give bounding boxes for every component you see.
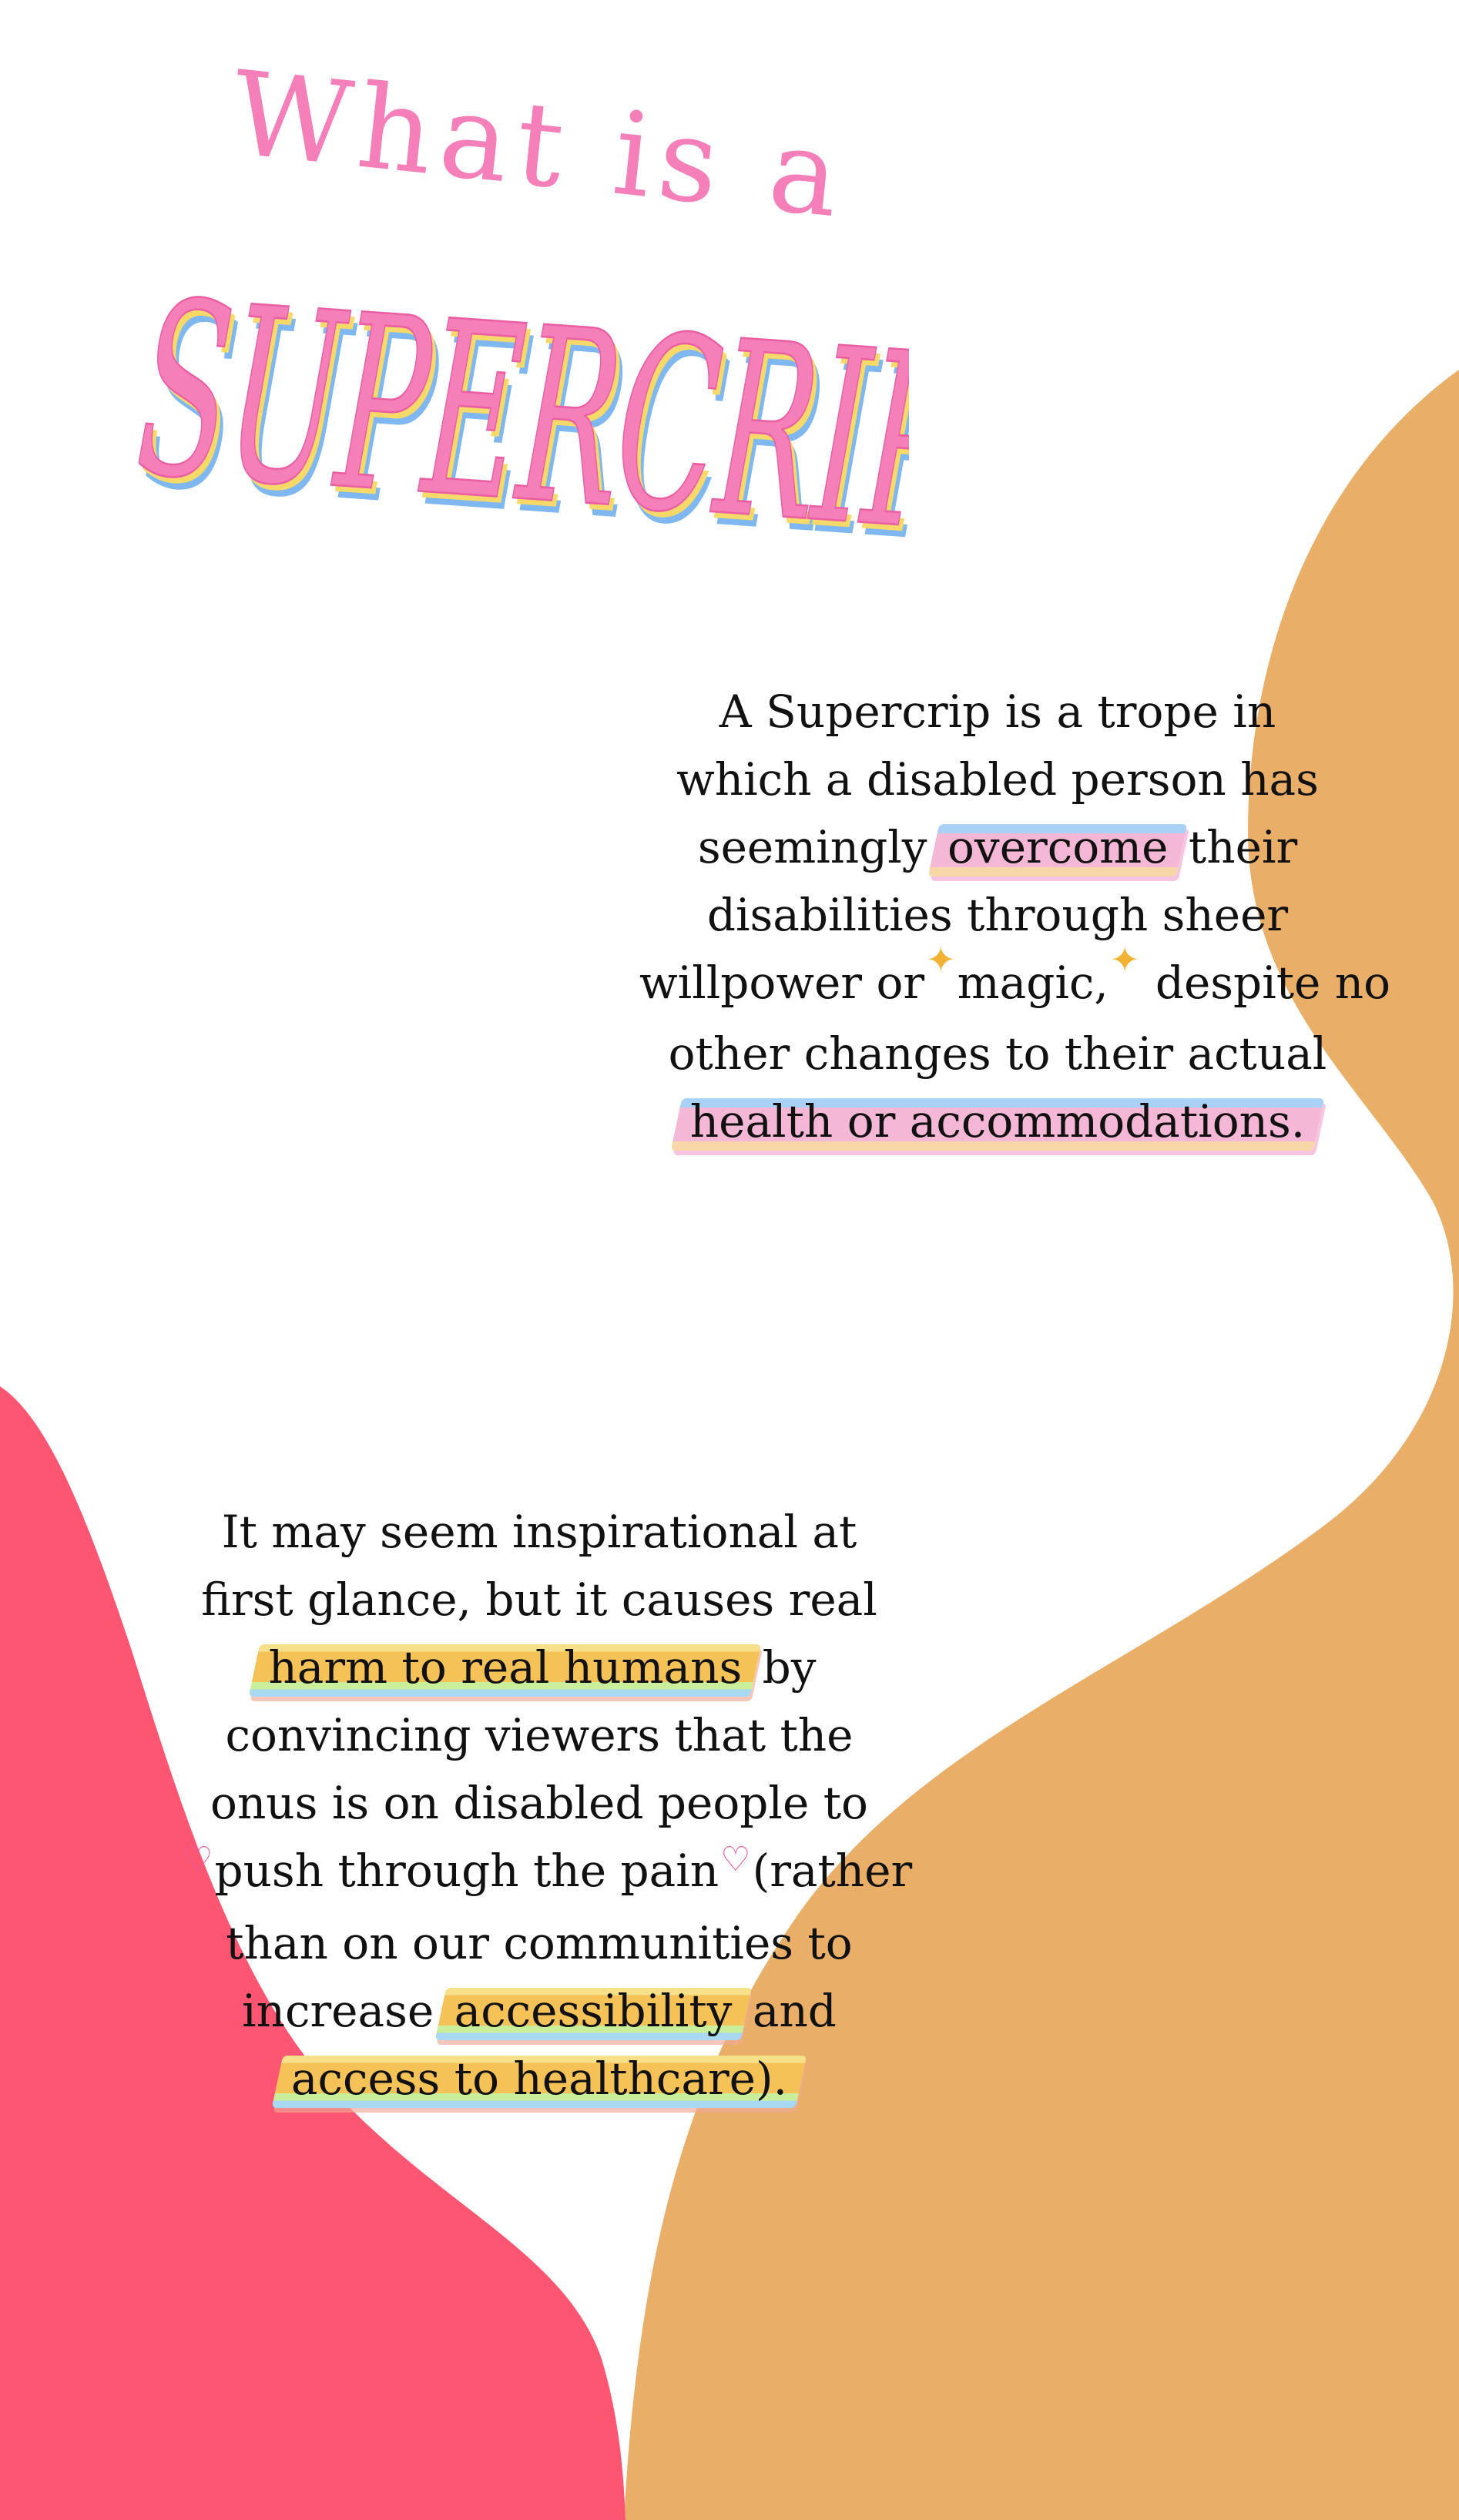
- highlight-access-to-healthcare: access to healthcare).: [285, 2045, 793, 2113]
- sparkle-icon: ✦: [926, 939, 956, 980]
- highlight-overcome: overcome: [941, 813, 1174, 881]
- para2-text: (rather: [752, 1845, 913, 1897]
- para2-line: first glance, but it causes real: [201, 1573, 877, 1626]
- para2-text: by: [762, 1641, 817, 1694]
- red-blob: [0, 1386, 626, 2520]
- para2-line: It may seem inspirational at: [221, 1506, 857, 1558]
- highlight-accessibility: accessibility: [448, 1977, 739, 2045]
- supercrip-shadow-blue: SUPERCRIP?: [139, 262, 909, 585]
- para2-text: and: [752, 1985, 837, 2037]
- para1-line: other changes to their actual: [668, 1027, 1327, 1080]
- heart-icon: ♡: [720, 1840, 751, 1879]
- heart-icon: ♡: [183, 1840, 213, 1879]
- para1-line: A Supercrip is a trope in: [719, 685, 1276, 738]
- para1-text: despite no: [1155, 957, 1391, 1009]
- title-supercrip: SUPERCRIP? SUPERCRIP? SUPERCRIP?: [139, 262, 909, 585]
- highlight-health-accommodations: health or accommodations.: [684, 1087, 1311, 1155]
- highlight-magic: magic,: [957, 957, 1109, 1009]
- para1-text: seemingly: [697, 821, 927, 873]
- para2-line: increase accessibility and: [181, 1977, 897, 2045]
- para1-line: seemingly overcome their: [639, 813, 1356, 881]
- para1-line: which a disabled person has: [676, 753, 1319, 806]
- highlight-harm-to-real-humans: harm to real humans: [262, 1634, 748, 1701]
- para2-line: than on our communities to: [226, 1917, 853, 1969]
- highlight-push-through-the-pain: push through the pain: [214, 1845, 719, 1897]
- para2-line: ♡push through the pain♡(rather: [181, 1837, 912, 1909]
- supercrip-word: SUPERCRIP?: [139, 262, 909, 585]
- para2-line: convincing viewers that the: [225, 1709, 854, 1761]
- para1-text: willpower or: [639, 957, 925, 1009]
- orange-blob: [624, 370, 1459, 2520]
- para1-line: disabilities through sheer: [706, 889, 1289, 941]
- harm-paragraph: It may seem inspirational at first glanc…: [181, 1498, 912, 2113]
- para1-text: their: [1188, 821, 1298, 873]
- para2-text: increase: [242, 1985, 434, 2037]
- para1-line: health or accommodations.: [639, 1087, 1356, 1155]
- sparkle-icon: ✦: [1109, 939, 1140, 980]
- supercrip-shadow-yellow: SUPERCRIP?: [139, 262, 909, 585]
- para2-line: access to healthcare).: [181, 2045, 897, 2113]
- para1-line: willpower or✦magic,✦ despite no: [639, 939, 1390, 1020]
- para2-line: onus is on disabled people to: [210, 1777, 868, 1829]
- para2-line: harm to real humans by: [181, 1634, 897, 1701]
- definition-paragraph: A Supercrip is a trope in which a disabl…: [639, 678, 1390, 1155]
